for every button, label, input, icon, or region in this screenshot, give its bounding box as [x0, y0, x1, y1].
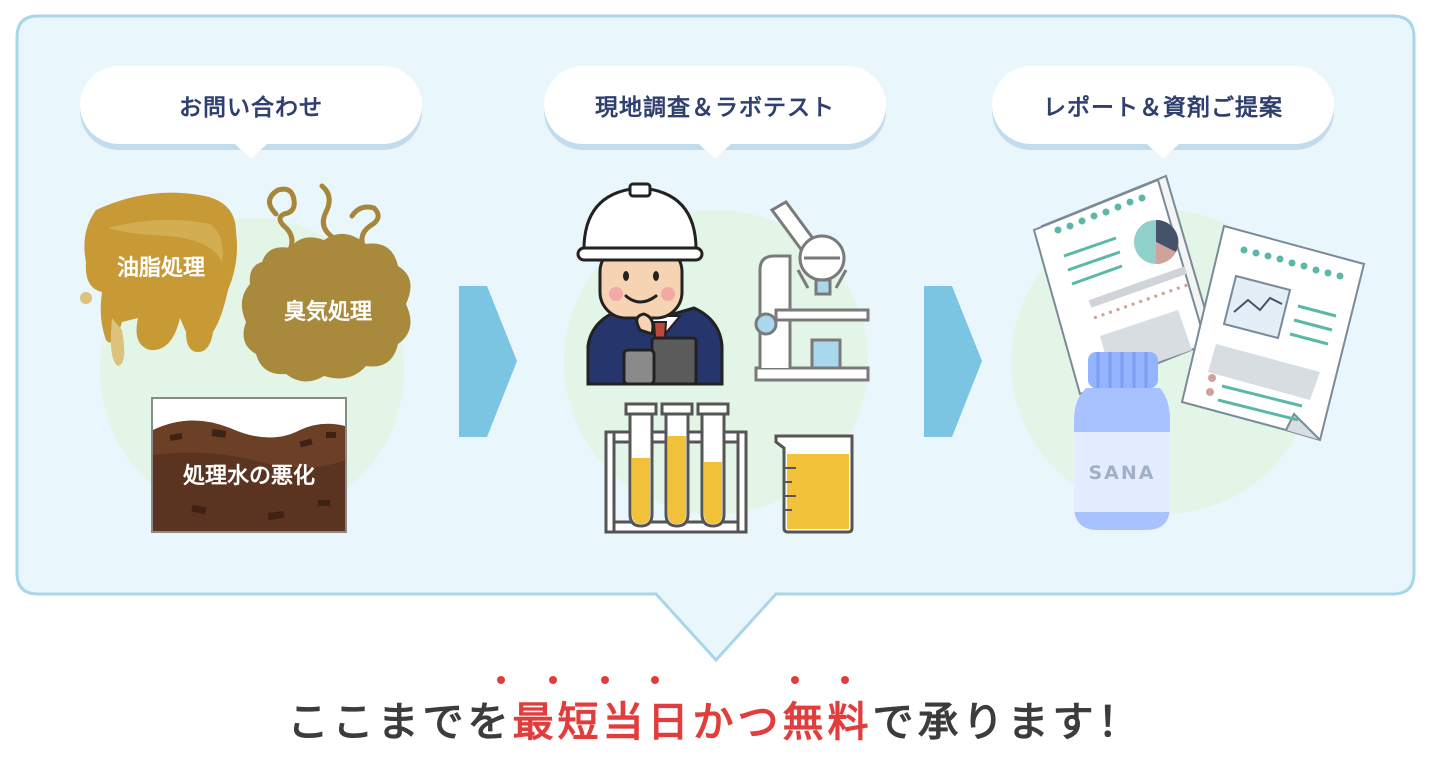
tagline-before: ここまでを — [287, 698, 513, 746]
step2-label: 現地調査＆ラボテスト — [595, 95, 835, 121]
tagline-middle: か — [692, 698, 738, 746]
flow-arrow-1 — [459, 286, 517, 437]
step1-bubble: お問い合わせ — [80, 66, 422, 159]
sana-bottle-icon — [1074, 352, 1170, 530]
tagline-highlight-free: 無料 — [782, 698, 873, 746]
emphasis-dot — [651, 676, 659, 684]
beaker-icon — [774, 434, 854, 534]
step3-bubble: レポート＆資剤ご提案 — [992, 66, 1334, 159]
tagline-highlight-fastest: 最短当日 — [512, 698, 693, 746]
bottle-label: SANA — [1089, 462, 1156, 484]
microscope-icon — [754, 200, 870, 382]
water-label: 処理水の悪化 — [183, 463, 315, 489]
step3-label: レポート＆資剤ご提案 — [1043, 95, 1283, 121]
emphasis-dot — [841, 676, 849, 684]
step2-bubble: 現地調査＆ラボテスト — [544, 66, 886, 159]
flow-arrow-2 — [924, 286, 982, 437]
soil-water-icon — [151, 397, 347, 533]
tagline: ここまでを最短当日かつ無料で承ります！ — [0, 688, 1430, 748]
odor-label: 臭気処理 — [284, 299, 372, 325]
emphasis-dot — [791, 676, 799, 684]
oil-blob-icon — [80, 192, 237, 366]
oil-label: 油脂処理 — [117, 255, 205, 281]
emphasis-dot — [601, 676, 609, 684]
emphasis-dot — [497, 676, 505, 684]
report-document-icon-2 — [1180, 224, 1366, 442]
report-document-icon-1 — [1032, 174, 1216, 396]
tagline-highlight-and: つ — [737, 698, 783, 746]
test-tube-rack-icon — [604, 402, 748, 534]
emphasis-dot — [549, 676, 557, 684]
odor-cloud-icon — [241, 183, 411, 382]
step1-label: お問い合わせ — [179, 95, 323, 121]
tagline-after: で承ります！ — [872, 698, 1143, 746]
inspector-person-icon — [576, 182, 724, 386]
